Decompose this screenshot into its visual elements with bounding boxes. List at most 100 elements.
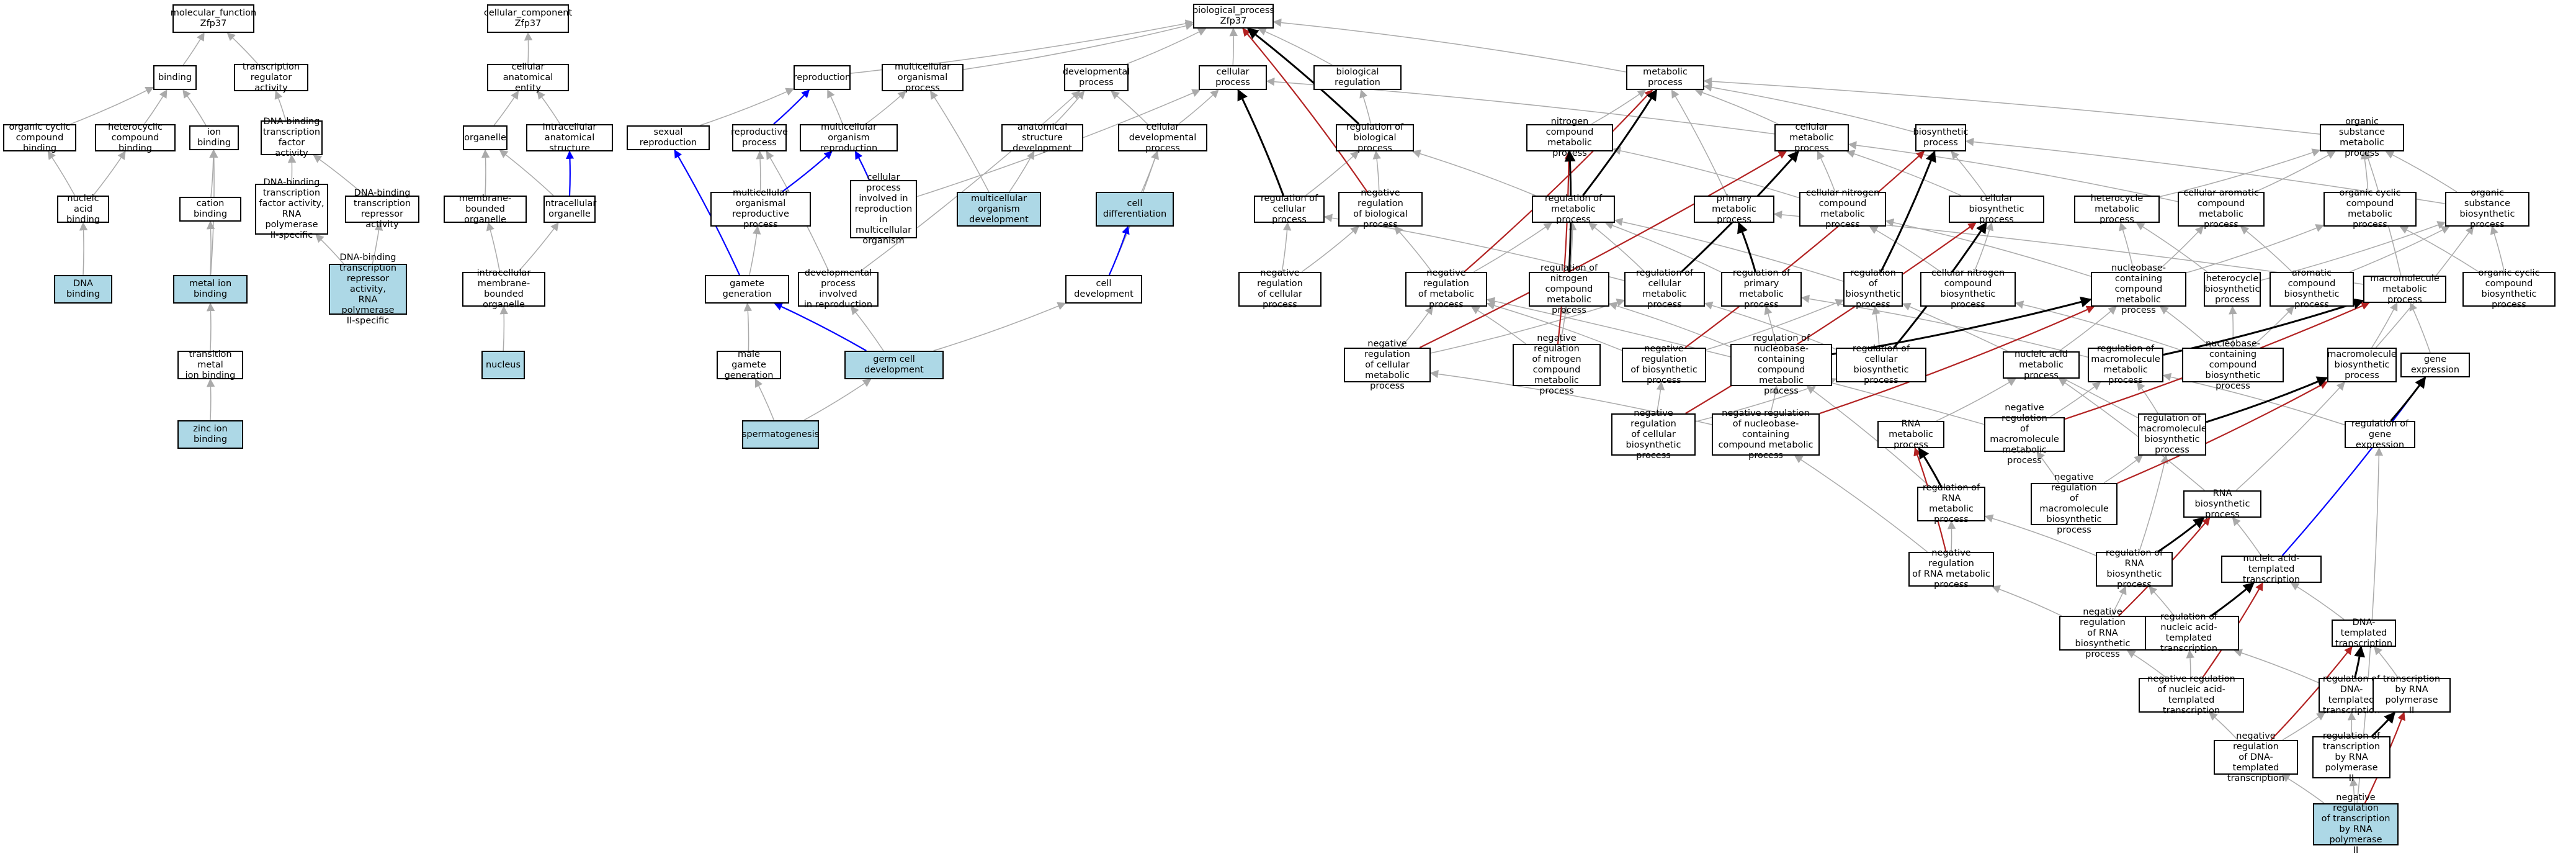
node-mib: metal ion binding — [173, 275, 248, 304]
node-morp: multicellular organismal reproductive pr… — [710, 192, 811, 227]
node-nrrnabp: negative regulation of RNA biosynthetic … — [2059, 616, 2146, 651]
node-mod: multicellular organism development — [957, 192, 1041, 227]
node-bp: biological_process Zfp37 — [1193, 4, 1274, 29]
edge-nrbp-to-rbp — [1376, 151, 1379, 192]
node-nrcmp: negative regulation of cellular metaboli… — [1344, 348, 1431, 382]
edge-ias-to-cae — [537, 91, 560, 124]
node-nrcbp: negative regulation of cellular biosynth… — [1611, 413, 1696, 456]
edge-tra-to-mf — [228, 33, 258, 64]
edge-rnatt-to-rrnabp — [2149, 587, 2174, 616]
edge-cncmp-to-ncmp — [1613, 149, 1799, 197]
edge-rnatt-to-natt — [2211, 583, 2253, 616]
edge-dtt-to-natt — [2291, 583, 2344, 619]
edge-gcd-to-gg — [775, 304, 867, 351]
node-rmbp: regulation of macromolecule biosynthetic… — [2138, 413, 2206, 456]
node-nrbp: negative regulation of biological proces… — [1338, 192, 1423, 227]
node-rnabp: RNA biosynthetic process — [2183, 490, 2261, 518]
node-nrbsp: negative regulation of biosynthetic proc… — [1622, 348, 1706, 382]
node-dbtra: DNA-binding transcription repressor acti… — [345, 196, 419, 223]
node-tra: transcription regulator activity — [234, 64, 308, 91]
node-nrnatt: negative regulation of nucleic acid-temp… — [2139, 678, 2244, 713]
edge-rbp-to-breg — [1361, 90, 1371, 124]
edge-nuc-to-imbo — [503, 307, 504, 351]
edge-cbp-to-bsp — [1951, 151, 1986, 196]
node-nbcmp: nucleobase-containing compound metabolic… — [2091, 272, 2186, 307]
node-namp: nucleic acid metabolic process — [2003, 351, 2080, 379]
edge-mbo-to-org — [485, 150, 486, 196]
edge-tmib-to-mib — [210, 304, 211, 351]
node-binding: binding — [153, 65, 197, 90]
edge-gcd-to-cdev — [934, 303, 1065, 351]
node-hcmp: heterocycle metabolic process — [2074, 196, 2160, 223]
edge-cae-to-cc — [528, 33, 529, 64]
node-cncmp: cellular nitrogen compound metabolic pro… — [1799, 192, 1886, 227]
node-asd: anatomical structure development — [1001, 124, 1083, 151]
node-mp: metabolic process — [1626, 65, 1704, 90]
node-rrnabp: regulation of RNA biosynthetic process — [2096, 552, 2173, 587]
edge-rbsp-to-bsp — [1881, 151, 1935, 272]
node-sperm: spermatogenesis — [742, 420, 819, 449]
node-cc: cellular_component Zfp37 — [487, 4, 569, 33]
node-mbp: macromolecule biosynthetic process — [2327, 348, 2397, 382]
node-imbo: intracellular membrane-bounded organelle — [462, 272, 545, 307]
edge-morp-to-mor — [782, 151, 832, 192]
node-osmp: organic substance metabolic process — [2320, 124, 2404, 151]
edge-cncbp-to-cbp — [1974, 223, 1992, 272]
node-io: intracellular organelle — [543, 196, 596, 223]
edge-rpmp-to-pmp — [1739, 223, 1756, 272]
node-rrnamp: regulation of RNA metabolic process — [1917, 487, 1985, 521]
node-nrmmp: negative regulation of macromolecule met… — [1984, 417, 2065, 452]
node-rnatt: regulation of nucleic acid-templated tra… — [2139, 616, 2239, 651]
edge-rrnabp-to-rnabp — [2158, 518, 2204, 552]
edge-dbtf-to-tra — [276, 91, 286, 120]
node-cdiff: cell differentiation — [1096, 192, 1174, 227]
edge-rdtt-to-dtt — [2355, 647, 2361, 678]
node-mor: multicellular organism reproduction — [800, 124, 898, 151]
edge-rcp-to-cp — [1238, 90, 1284, 196]
edge-rrnabp-to-rmbp — [2139, 456, 2167, 552]
node-rmmp: regulation of macromolecule metabolic pr… — [2088, 348, 2163, 382]
edge-rnabp-to-mbp — [2236, 382, 2345, 490]
edge-hcb-to-binding — [145, 90, 167, 124]
edge-dnab-to-nab — [83, 223, 84, 275]
node-cpirmo: cellular process involved in reproductio… — [850, 180, 917, 238]
node-cncbp: cellular nitrogen compound biosynthetic … — [1920, 272, 2016, 307]
node-devp: developmental process — [1064, 64, 1129, 91]
node-cdp: cellular developmental process — [1118, 124, 1207, 151]
edge-imbo-to-io — [518, 223, 558, 272]
node-catb: cation binding — [179, 197, 241, 222]
node-nrmp: negative regulation of metabolic process — [1405, 272, 1487, 307]
node-rpmp: regulation of primary metabolic process — [1721, 272, 1802, 307]
edge-ionb-to-binding — [183, 90, 206, 125]
edge-rmbp-to-rmmp — [2137, 382, 2158, 413]
edge-nrcp-to-rcp — [1282, 223, 1287, 272]
edge-nrbsp-to-bsp — [1685, 151, 1924, 348]
node-dbtfp2: DNA-binding transcription factor activit… — [255, 184, 328, 235]
node-rncmp: regulation of nitrogen compound metaboli… — [1529, 272, 1609, 307]
node-nuc: nucleus — [481, 351, 525, 379]
node-nrtrp2: negative regulation of transcription by … — [2313, 803, 2399, 845]
node-rge: regulation of gene expression — [2345, 421, 2415, 448]
edge-mp-to-bp — [1274, 22, 1626, 72]
node-dbtrap2: DNA-binding transcription repressor acti… — [329, 264, 407, 315]
edge-nbcmp-to-occmp — [2186, 225, 2323, 273]
node-org: organelle — [463, 125, 508, 150]
edge-mbp-to-mmp — [2372, 303, 2397, 348]
edge-morp-to-reprop — [759, 151, 760, 192]
edge-rdtt-to-rnatt — [2234, 651, 2319, 683]
edge-catb-to-ionb — [211, 150, 213, 197]
edge-sperm-to-mgg — [756, 379, 774, 420]
edge-mgg-to-gg — [748, 304, 749, 351]
edge-rmp-to-rbp — [1413, 151, 1536, 196]
node-nrrnamp: negative regulation of RNA metabolic pro… — [1908, 552, 1994, 587]
edge-cncbp-to-cncmp — [1870, 227, 1941, 272]
edge-rcbp-to-rbsp — [1875, 307, 1879, 348]
node-mf: molecular_function Zfp37 — [172, 4, 254, 33]
node-occmp: organic cyclic compound metabolic proces… — [2323, 192, 2417, 227]
node-cacmp: cellular aromatic compound metabolic pro… — [2178, 192, 2265, 227]
edge-mor-to-repro — [828, 90, 843, 124]
node-acbp: aromatic compound biosynthetic process — [2270, 272, 2354, 307]
node-ionb: ion binding — [189, 125, 239, 150]
edge-nrrnamp-to-nrnbcmp — [1795, 456, 1928, 552]
edge-pmp-to-mp — [1672, 90, 1727, 196]
